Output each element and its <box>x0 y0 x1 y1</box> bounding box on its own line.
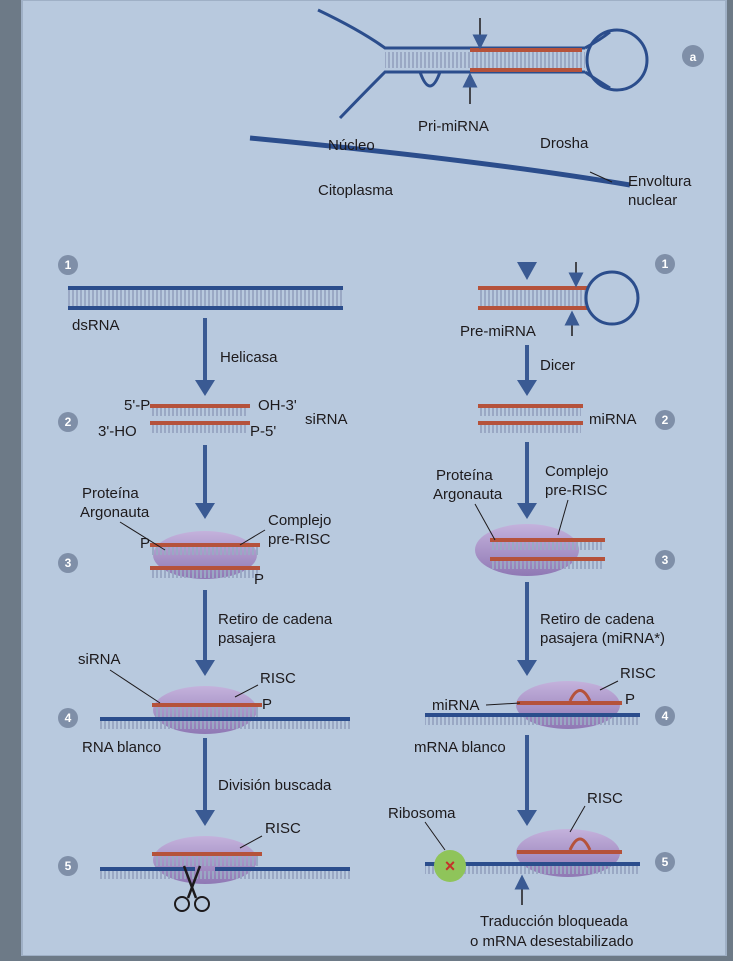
traduccion-2: o mRNA desestabilizado <box>470 933 633 950</box>
sirna-label: siRNA <box>305 411 348 428</box>
right-step4-num: 4 <box>662 709 669 723</box>
right-proteina-1: Proteína <box>436 467 493 484</box>
right-proteina-2: Argonauta <box>433 486 503 503</box>
drosha-label: Drosha <box>540 135 589 152</box>
right-mirna-label: miRNA <box>589 411 637 428</box>
ribosoma-label: Ribosoma <box>388 805 456 822</box>
nucleo-label: Núcleo <box>328 137 375 154</box>
traduccion-1: Traducción bloqueada <box>480 913 629 930</box>
mrna-blanco-label: mRNA blanco <box>414 739 506 756</box>
step-a-label: a <box>690 50 697 64</box>
right-step3-num: 3 <box>662 553 669 567</box>
left-rna-blanco-strand <box>100 717 350 721</box>
right-complejo-1: Complejo <box>545 463 608 480</box>
left5-risc-label: RISC <box>265 820 301 837</box>
left-retiro-2: pasajera <box>218 630 276 647</box>
citoplasma-label: Citoplasma <box>318 182 394 199</box>
left-step1-num: 1 <box>65 258 72 272</box>
mirna-segment-top <box>470 48 582 52</box>
right-p4: P <box>625 691 635 708</box>
right-step5-num: 5 <box>662 855 669 869</box>
ho3-label: 3'-HO <box>98 423 137 440</box>
right-retiro-1: Retiro de cadena <box>540 611 655 628</box>
left-complejo-1: Complejo <box>268 512 331 529</box>
left-proteina-2: Argonauta <box>80 504 150 521</box>
dsrna-label: dsRNA <box>72 317 120 334</box>
blocked-x-icon: × <box>445 856 456 876</box>
dsrna-bottom-strand <box>68 306 343 310</box>
left-rna-blanco-label: RNA blanco <box>82 739 161 756</box>
envoltura-label-2: nuclear <box>628 192 677 209</box>
right-step1-num: 1 <box>662 257 669 271</box>
envoltura-label-1: Envoltura <box>628 173 692 190</box>
right-retiro-2: pasajera (miRNA*) <box>540 630 665 647</box>
left-p-top: P <box>140 535 150 552</box>
mirna-segment-bottom <box>470 68 582 72</box>
left-step5-num: 5 <box>65 859 72 873</box>
left-step3-num: 3 <box>65 556 72 570</box>
left-sirna-label: siRNA <box>78 651 121 668</box>
right5-risc-label: RISC <box>587 790 623 807</box>
pri-mirna-label: Pri-miRNA <box>418 118 489 135</box>
right-step2-num: 2 <box>662 413 669 427</box>
right-risc-label: RISC <box>620 665 656 682</box>
p5-left: 5'-P <box>124 397 150 414</box>
right4-mirna-label: miRNA <box>432 697 480 714</box>
oh3-label: OH-3' <box>258 397 297 414</box>
dicer-label: Dicer <box>540 357 575 374</box>
left-p-bottom: P <box>254 571 264 588</box>
pre-mirna-label: Pre-miRNA <box>460 323 536 340</box>
left-risc-label: RISC <box>260 670 296 687</box>
left-proteina-1: Proteína <box>82 485 139 502</box>
left-p4: P <box>262 696 272 713</box>
left-complejo-2: pre-RISC <box>268 531 331 548</box>
dsrna-top-strand <box>68 286 343 290</box>
left-retiro-1: Retiro de cadena <box>218 611 333 628</box>
pri-mirna-rungs <box>385 52 585 68</box>
left-step4-num: 4 <box>65 711 72 725</box>
division-label: División buscada <box>218 777 332 794</box>
p5-right: P-5' <box>250 423 276 440</box>
right-complejo-2: pre-RISC <box>545 482 608 499</box>
left-step2-num: 2 <box>65 415 72 429</box>
helicasa-label: Helicasa <box>220 349 278 366</box>
